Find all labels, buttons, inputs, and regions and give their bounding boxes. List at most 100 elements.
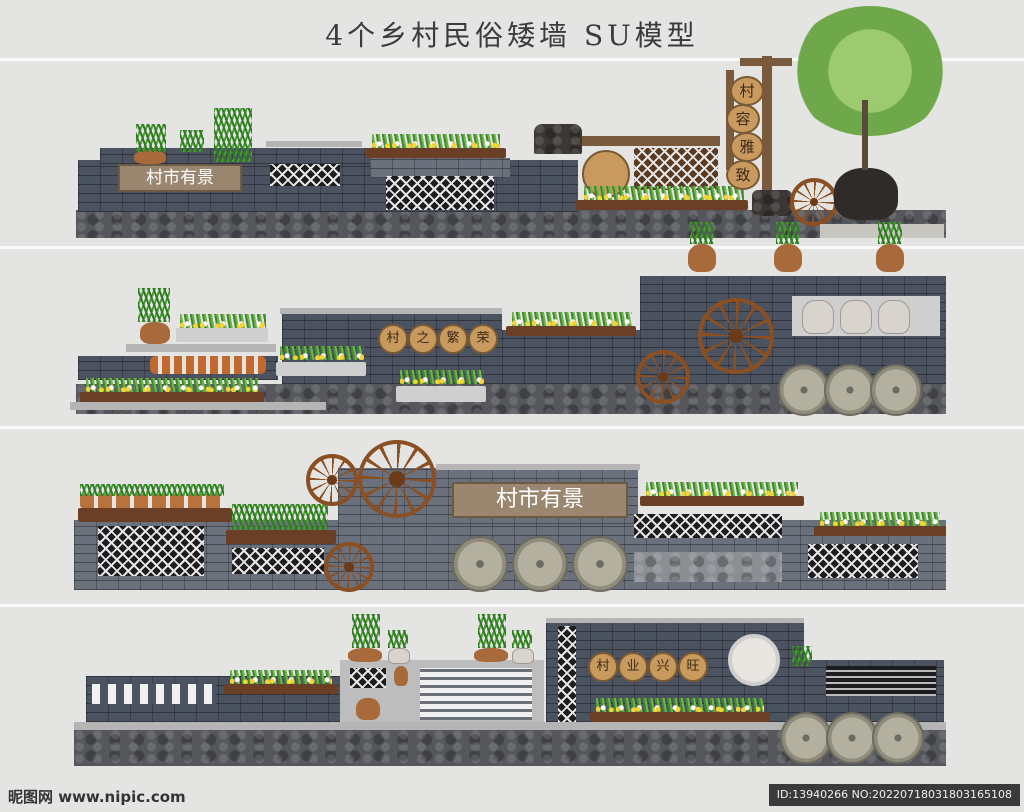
leafy-plants [232,504,328,530]
brick-wall [74,520,946,590]
potted-plant [688,244,716,272]
flower-plants [400,370,484,384]
stone-planter [276,362,366,376]
sign-post-crossbar [740,58,792,66]
wagon-wheel [698,298,774,374]
lattice-window [350,668,386,688]
potted-plant-leaves [776,222,800,244]
pot-plants-row [80,484,224,496]
stone-step [74,722,946,730]
flower-plants [584,186,744,200]
round-sign-char: 荣 [468,324,498,354]
potted-plant-leaves [878,222,902,244]
potted-plant [180,130,204,152]
wall-cap [280,308,502,314]
clay-bottles [150,356,266,374]
divider [0,426,1024,429]
wall-cap [436,464,640,470]
potted-plant-leaves [388,630,408,648]
flower-plants [230,670,332,684]
round-sign-char: 旺 [678,652,708,682]
wagon-wheel [636,350,690,404]
flower-pots-row [80,494,224,508]
grass-plant [214,108,252,162]
millstone [824,364,876,416]
potted-plant-leaves [138,288,170,322]
flower-pot [348,648,382,662]
brick-wall [502,330,652,384]
planter-box [506,326,636,336]
small-pot [388,648,410,664]
wagon-wheel [306,454,358,506]
potted-plant-leaves [690,222,714,244]
flower-plants [596,698,764,712]
brick-wall [370,158,510,178]
divider [0,246,1024,249]
potted-plant [774,244,802,272]
stone-block [752,190,792,216]
vertical-sign-char: 雅 [730,132,764,162]
flower-pot [140,322,170,344]
wall-cap [266,141,362,147]
wall-model-1: 村市有景 村 容 雅 致 [0,0,1024,246]
vertical-sign-char: 村 [730,76,764,106]
wall-cap [546,618,804,623]
lattice-window [420,668,532,720]
round-sign-char: 兴 [648,652,678,682]
millstone [512,536,568,592]
stone-block [534,124,582,154]
lattice-window [270,164,340,186]
pebble-panel [634,552,782,582]
flower-plants [280,346,364,360]
potted-plant-leaves [792,646,812,666]
tree [790,6,950,136]
planter-box [640,496,804,506]
wagon-wheel [358,440,436,518]
stone-planter [396,386,486,402]
vertical-sign-char: 容 [726,104,760,134]
flower-pot [474,648,508,662]
tree-trunk [862,100,868,170]
millstone [870,364,922,416]
planter-box [78,508,232,522]
lattice-window [826,666,936,696]
wall-sign: 村市有景 [118,164,242,192]
planter-box [576,200,748,210]
potted-plant [876,244,904,272]
clay-jar [834,168,898,220]
planter-box [590,712,770,722]
divider [0,58,1024,61]
watermark: 昵图网 www.nipic.com [8,788,186,806]
planter-box [224,684,338,694]
lattice-window [98,526,204,576]
divider [0,604,1024,607]
planter-box [366,148,506,158]
millstone [572,536,628,592]
stone-planter [176,328,268,342]
clay-jar [394,666,408,686]
ceramic-urn [802,300,834,334]
flower-plants [86,378,258,392]
round-sign-char: 业 [618,652,648,682]
millstone [778,364,830,416]
sign-post [762,56,772,196]
planter-box [226,530,336,544]
stone-step [70,402,326,410]
checker-pattern [92,684,216,704]
planter-box [80,392,264,402]
round-sign-char: 村 [378,324,408,354]
wooden-screen [634,148,718,190]
flower-plants [512,312,632,326]
vertical-sign-char: 致 [726,160,760,190]
lattice-window [386,176,494,210]
id-badge: ID:13940266 NO:20220718031803165108 [768,784,1020,806]
potted-plant-leaves [512,630,532,648]
wooden-fence [580,136,720,146]
round-sign-char: 村 [588,652,618,682]
wagon-wheel [324,542,374,592]
footer: 昵图网 www.nipic.com ID:13940266 NO:2022071… [0,780,1024,812]
flower-pot [134,150,166,164]
ceramic-urn [878,300,910,334]
millstone [826,712,878,764]
lattice-window [634,514,782,538]
